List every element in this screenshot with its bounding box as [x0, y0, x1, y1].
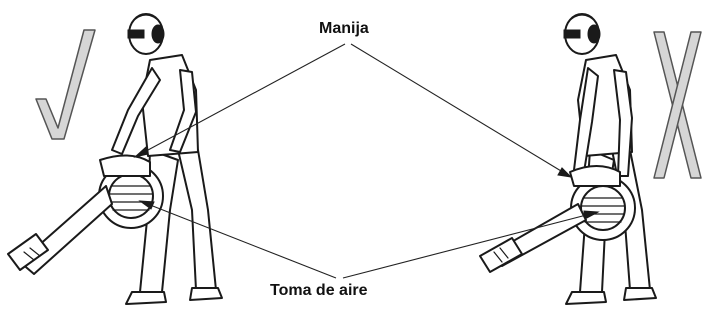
- handle-arrowhead-right: [558, 168, 571, 177]
- blower-incorrect: [480, 166, 635, 272]
- handle-leader-lines: [135, 44, 571, 177]
- blower-correct: [8, 155, 163, 274]
- x-mark-icon: [654, 32, 701, 178]
- air-intake-label: Toma de aire: [270, 282, 368, 300]
- check-mark-icon: [36, 30, 95, 139]
- operator-incorrect-figure: [564, 14, 656, 304]
- handle-label: Manija: [319, 20, 369, 38]
- handle-arrowhead-left: [135, 147, 148, 157]
